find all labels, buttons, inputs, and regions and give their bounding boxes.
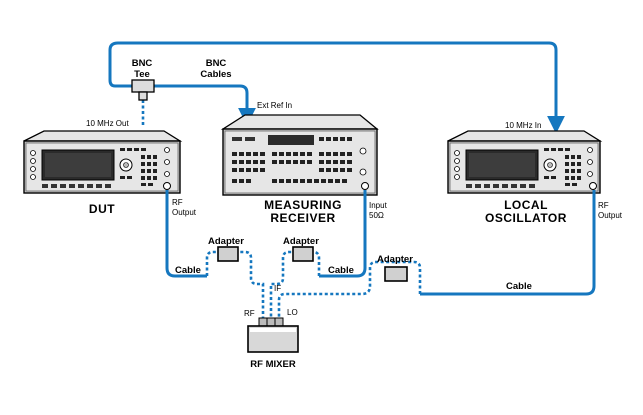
local-oscillator-label-line2: OSCILLATOR	[485, 211, 567, 225]
lo-ref-in-label: 10 MHz In	[505, 121, 542, 130]
dut-instrument	[23, 130, 183, 194]
receiver-input-line1: Input	[369, 201, 387, 210]
mixer-if-port-label: IF	[274, 284, 282, 293]
bnc-tee-connector	[131, 79, 155, 101]
cable-mid-label: Cable	[328, 265, 354, 276]
local-oscillator-label-line1: LOCAL	[504, 198, 548, 212]
bnc-cable-to-lo	[108, 41, 565, 134]
receiver-input-label: Input 50Ω	[369, 201, 387, 221]
local-oscillator-label: LOCAL OSCILLATOR	[466, 199, 586, 225]
adapter-left	[217, 246, 239, 262]
lo-rf-output-line2: Output	[598, 211, 623, 220]
ref-out-label: 10 MHz Out	[86, 119, 129, 128]
dut-rf-output-line2: Output	[172, 208, 197, 217]
rf-mixer	[247, 317, 299, 353]
dut-label: DUT	[88, 202, 116, 216]
bnc-tee-label-line2: Tee	[134, 69, 150, 80]
lo-rf-output-label: RF Output	[598, 201, 622, 221]
rf-mixer-label: RF MIXER	[250, 359, 296, 370]
adapter-right-label: Adapter	[377, 254, 413, 265]
cable-left-label: Cable	[175, 265, 201, 276]
local-oscillator-instrument	[447, 130, 603, 194]
dut-rf-output-line1: RF	[172, 198, 183, 207]
bnc-cables	[108, 41, 565, 134]
adapter-mid	[292, 246, 314, 262]
adapter-right	[384, 266, 408, 282]
cable-dut-solid	[165, 190, 207, 278]
cable-receiver-solid	[319, 190, 367, 278]
ext-ref-in-label: Ext Ref In	[257, 101, 293, 110]
cable-lo-dashed	[277, 260, 422, 318]
mixer-rf-port-label: RF	[244, 309, 255, 318]
cable-right-label: Cable	[506, 281, 532, 292]
receiver-label-line2: RECEIVER	[270, 211, 336, 225]
cable-dut-dashed	[205, 250, 265, 318]
receiver-label-line1: MEASURING	[264, 198, 342, 212]
bnc-tee-label: BNC Tee	[127, 58, 157, 80]
adapter-left-label: Adapter	[208, 236, 244, 247]
cable-receiver-dashed	[269, 250, 321, 318]
measuring-receiver	[220, 114, 379, 196]
receiver-input-line2: 50Ω	[369, 211, 384, 220]
bnc-cables-label-line2: Cables	[200, 69, 232, 80]
cable-lo-solid	[420, 190, 596, 296]
adapter-mid-label: Adapter	[283, 236, 319, 247]
receiver-label: MEASURING RECEIVER	[248, 199, 358, 225]
dut-rf-output-label: RF Output	[172, 198, 196, 218]
bnc-cables-label-line1: BNC	[205, 58, 227, 69]
lo-rf-output-line1: RF	[598, 201, 609, 210]
bnc-cables-label: BNC Cables	[194, 58, 238, 80]
mixer-lo-port-label: LO	[287, 308, 298, 317]
rf-cables	[165, 190, 596, 318]
bnc-tee-label-line1: BNC	[131, 58, 153, 69]
bnc-cable-to-receiver	[152, 84, 256, 126]
